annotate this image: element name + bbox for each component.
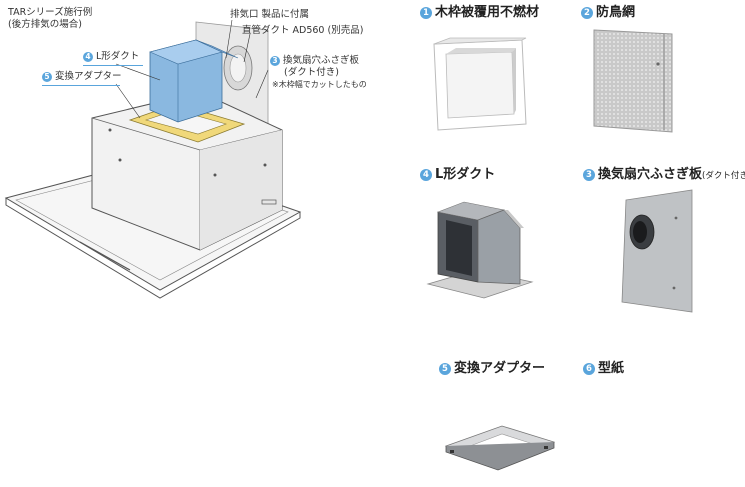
- callout-cover-plate-sub: (ダクト付き): [284, 67, 339, 78]
- range-hood-illustration: [4, 19, 302, 299]
- badge-2-icon: 2: [581, 6, 593, 19]
- badge-4b-icon: 4: [420, 168, 432, 181]
- badge-3b-icon: 3: [583, 168, 595, 181]
- part-2-text: 防鳥網: [596, 5, 636, 20]
- badge-1-icon: 1: [420, 6, 432, 19]
- badge-4-icon: 4: [83, 51, 93, 62]
- example-title-line1: TARシリーズ施行例: [8, 7, 93, 18]
- callout-l-duct-text: L形ダクト: [96, 51, 140, 62]
- part-3-plate-image: [621, 189, 693, 313]
- part-4-duct-image: [426, 201, 534, 299]
- part-3-text: 換気扇穴ふさぎ板: [598, 167, 703, 182]
- badge-5b-icon: 5: [439, 362, 451, 375]
- badge-3-icon: 3: [270, 55, 280, 66]
- callout-l-duct-underline: [83, 65, 143, 66]
- badge-5-icon: 5: [42, 71, 52, 82]
- part-6-text: 型紙: [598, 361, 625, 376]
- part-5-text: 変換アダプター: [454, 361, 546, 376]
- example-title-line2: (後方排気の場合): [8, 19, 82, 30]
- badge-6-icon: 6: [583, 362, 595, 375]
- callout-adapter-underline: [42, 85, 120, 86]
- part-5-adapter-image: [444, 425, 556, 471]
- part-4-text: L形ダクト: [435, 167, 496, 182]
- part-1-frame-image: [433, 37, 527, 131]
- callout-cover-plate-note: ※木枠幅でカットしたもの: [272, 80, 367, 89]
- straight-duct-label: 直管ダクト AD560 (別売品): [242, 25, 364, 36]
- part-2-mesh-image: [593, 29, 673, 133]
- callout-adapter-text: 変換アダプター: [55, 71, 122, 82]
- example-title: TARシリーズ施行例 (後方排気の場合): [8, 7, 92, 31]
- callout-cover-plate-text: 換気扇穴ふさぎ板: [283, 55, 360, 66]
- part-3-sub: (ダクト付き): [702, 171, 745, 181]
- exhaust-port-label: 排気口 製品に付属: [230, 9, 310, 20]
- part-1-text: 木枠被覆用不燃材: [435, 5, 540, 20]
